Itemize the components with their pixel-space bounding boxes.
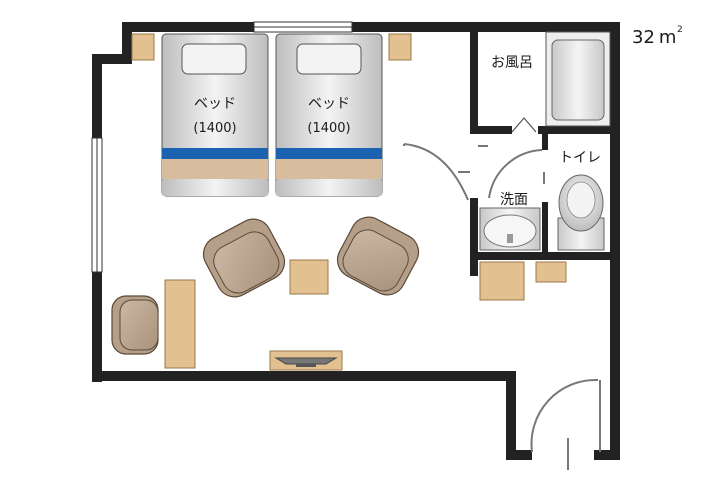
desk-chair <box>111 295 159 355</box>
tv-stand <box>269 350 343 371</box>
desk <box>164 279 196 369</box>
nightstand-right <box>388 33 412 61</box>
washbasin <box>479 207 541 251</box>
nightstand-left <box>131 33 155 61</box>
bed-2: ベッド (1400) <box>275 33 383 197</box>
bath-label: お風呂 <box>491 55 533 71</box>
bath-door <box>511 117 537 133</box>
left-window <box>91 137 103 273</box>
bed-1-name: ベッド <box>194 96 236 112</box>
coffee-table <box>289 259 329 295</box>
bed-2-size: (1400) <box>307 121 350 136</box>
top-window <box>253 21 353 33</box>
entrance-door <box>530 378 601 470</box>
bed-1: ベッド (1400) <box>161 33 269 197</box>
area-superscript: 2 <box>677 25 683 35</box>
bed-1-size: (1400) <box>193 121 236 136</box>
washroom-label: 洗面 <box>500 192 528 208</box>
bathtub <box>545 31 611 127</box>
bed-2-name: ベッド <box>308 96 350 112</box>
cabinet-right <box>535 261 567 283</box>
armchair-left <box>202 218 286 298</box>
toilet <box>557 174 605 251</box>
cabinet-left <box>479 261 525 301</box>
toilet-label: トイレ <box>559 150 601 166</box>
wash-door <box>488 149 545 199</box>
armchair-right <box>336 216 420 296</box>
wet-area-door <box>403 143 488 201</box>
